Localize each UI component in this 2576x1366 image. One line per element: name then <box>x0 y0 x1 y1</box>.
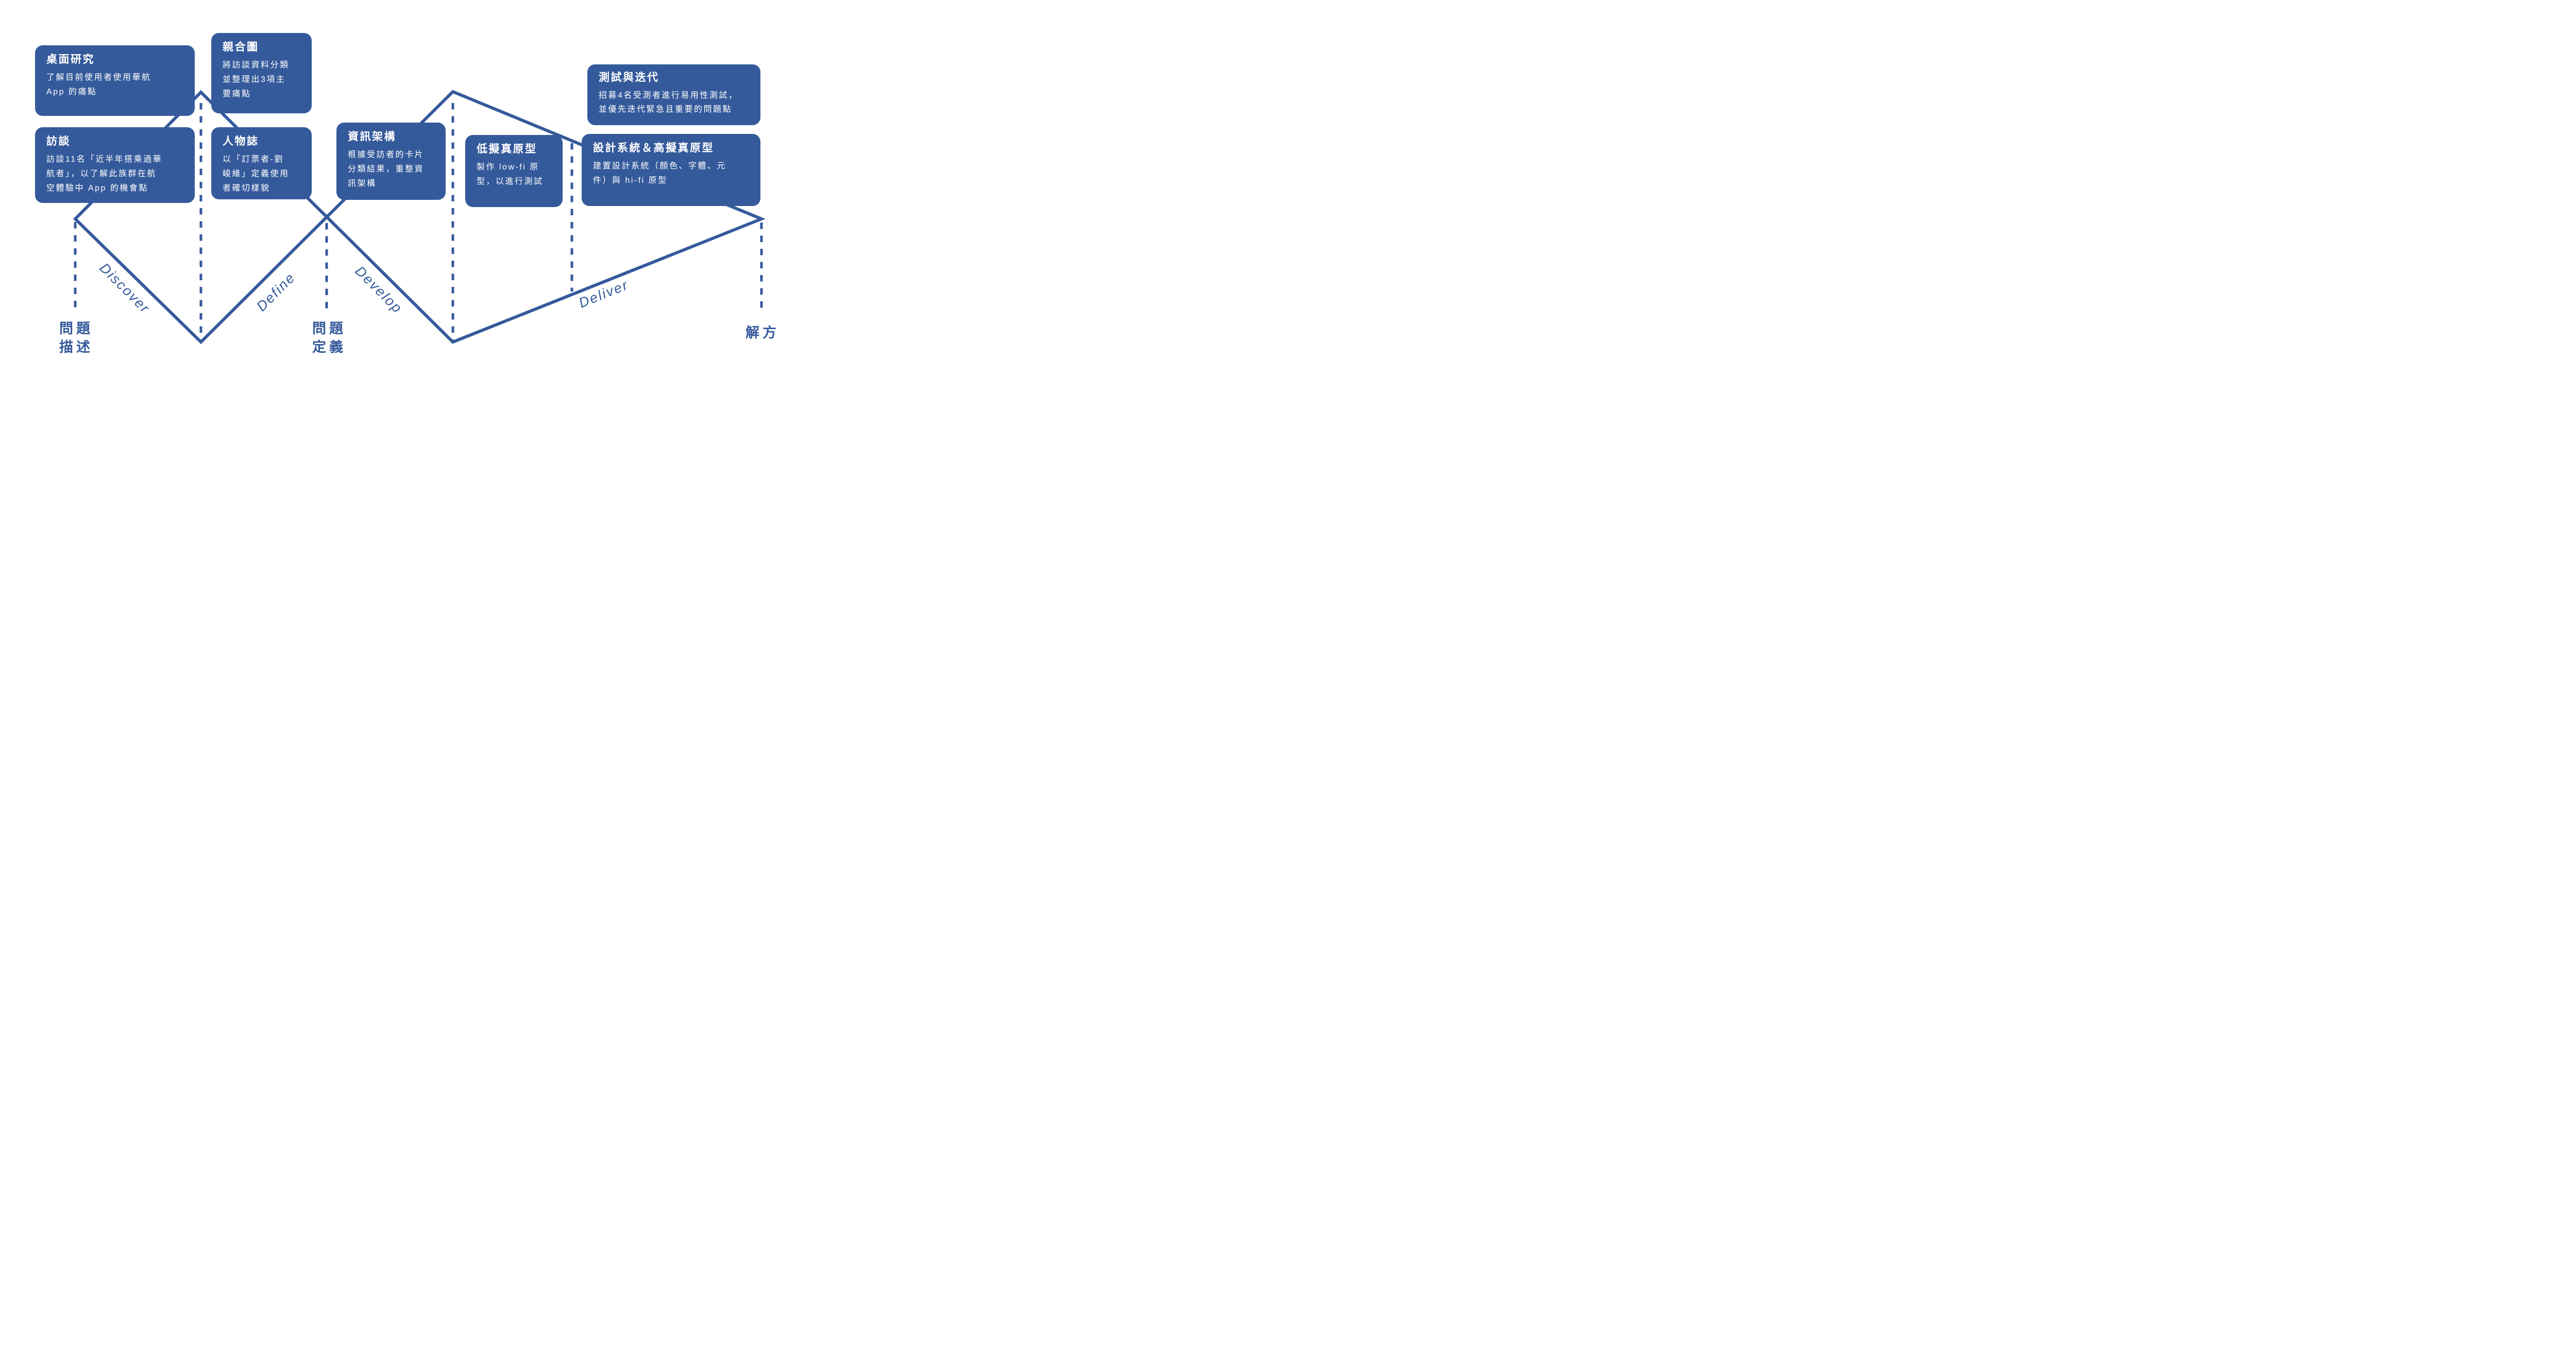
card-body: 招募4名受測者進行易用性測試， 並優先迭代緊急且重要的問題點 <box>599 91 738 114</box>
card-body: 訪談11名「近半年搭乘過華 航者」，以了解此族群在航 空體驗中 App 的機會點 <box>46 155 163 193</box>
card-design-system-hifi: 設計系統＆高擬真原型 建置設計系統（顏色、字體、元 件）與 hi-fi 原型 <box>582 134 760 206</box>
milestone-problem-statement: 問題 描述 <box>59 321 93 355</box>
card-title: 人物誌 <box>223 135 259 147</box>
double-diamond-diagram: Discover Define Develop Deliver 問題 描述 問題… <box>0 0 808 404</box>
card-title: 親合圖 <box>223 41 259 53</box>
card-title: 低擬真原型 <box>477 143 537 155</box>
card-affinity-diagram: 親合圖 將訪談資料分類 並整理出3項主 要痛點 <box>211 33 312 113</box>
double-diamond-lines <box>73 90 766 345</box>
card-body: 了解目前使用者使用華航 App 的痛點 <box>46 73 151 96</box>
card-body: 將訪談資料分類 並整理出3項主 要痛點 <box>223 61 290 98</box>
card-persona: 人物誌 以「訂票者-劉 峻維」定義使用 者確切樣貌 <box>211 127 312 199</box>
card-title: 桌面研究 <box>46 54 95 65</box>
card-body: 製作 low-fi 原 型，以進行測試 <box>477 163 544 186</box>
card-body: 根據受訪者的卡片 分類結果，重整資 訊架構 <box>348 150 425 188</box>
card-body: 以「訂票者-劉 峻維」定義使用 者確切樣貌 <box>223 155 290 193</box>
card-information-architecture: 資訊架構 根據受訪者的卡片 分類結果，重整資 訊架構 <box>336 123 446 200</box>
card-desk-research: 桌面研究 了解目前使用者使用華航 App 的痛點 <box>35 45 195 116</box>
card-interview: 訪談 訪談11名「近半年搭乘過華 航者」，以了解此族群在航 空體驗中 App 的… <box>35 127 195 203</box>
card-title: 設計系統＆高擬真原型 <box>593 142 714 154</box>
milestone-problem-definition: 問題 定義 <box>312 321 346 355</box>
card-body: 建置設計系統（顏色、字體、元 件）與 hi-fi 原型 <box>593 162 727 185</box>
card-title: 訪談 <box>46 135 71 147</box>
card-low-fi-prototype: 低擬真原型 製作 low-fi 原 型，以進行測試 <box>465 135 563 207</box>
diamond-outline-path <box>73 90 766 345</box>
milestone-solution: 解方 <box>745 325 779 340</box>
card-test-and-iterate: 測試與迭代 招募4名受測者進行易用性測試， 並優先迭代緊急且重要的問題點 <box>587 64 760 125</box>
card-title: 資訊架構 <box>348 131 396 143</box>
card-title: 測試與迭代 <box>599 72 659 83</box>
